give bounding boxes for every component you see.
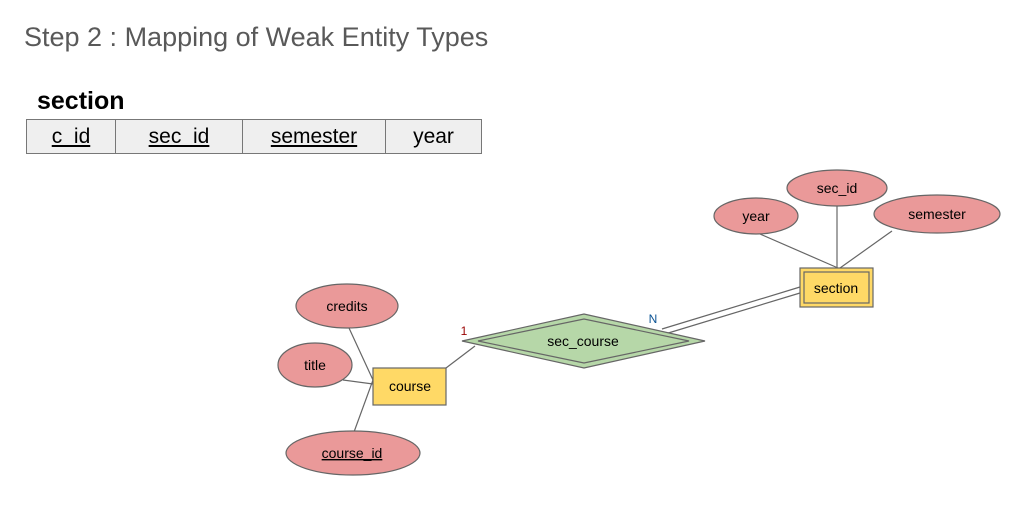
attribute-sec-id-label: sec_id <box>817 180 857 196</box>
edge-relationship-section-b <box>664 292 801 335</box>
cardinality-n: N <box>649 312 658 326</box>
relationship-label: sec_course <box>547 333 619 349</box>
edge-courseid-course <box>353 379 374 433</box>
attribute-year-label: year <box>742 208 770 224</box>
entity-course-label: course <box>389 378 431 394</box>
attribute-title-label: title <box>304 357 326 373</box>
relation-schema-table: c_id sec_id semester year <box>26 119 482 154</box>
attribute-sec-id <box>786 169 888 207</box>
cardinality-1: 1 <box>461 324 468 338</box>
edge-title-course <box>342 379 374 385</box>
attribute-title <box>277 342 353 388</box>
attribute-semester <box>873 194 1001 234</box>
edge-course-relationship <box>445 345 476 369</box>
weak-entity-section <box>799 267 874 308</box>
attribute-course-id <box>285 430 421 476</box>
column-semester: semester <box>242 119 386 154</box>
column-c-id: c_id <box>26 119 116 154</box>
attribute-year <box>713 197 799 235</box>
weak-entity-section-label: section <box>814 280 858 296</box>
column-year: year <box>385 119 482 154</box>
edge-credits-course <box>348 327 374 381</box>
attribute-semester-label: semester <box>908 206 966 222</box>
edge-semester-section <box>839 230 893 269</box>
edge-year-section <box>759 233 839 269</box>
column-sec-id: sec_id <box>115 119 243 154</box>
attribute-credits <box>295 283 399 329</box>
identifying-relationship-sec-course <box>461 313 706 369</box>
relation-name: section <box>37 87 125 115</box>
attribute-credits-label: credits <box>326 298 367 314</box>
attribute-course-id-label: course_id <box>322 445 383 461</box>
edge-relationship-section-a <box>661 286 801 330</box>
entity-course <box>372 367 447 406</box>
slide-subtitle: Step 2 : Mapping of Weak Entity Types <box>24 22 489 52</box>
